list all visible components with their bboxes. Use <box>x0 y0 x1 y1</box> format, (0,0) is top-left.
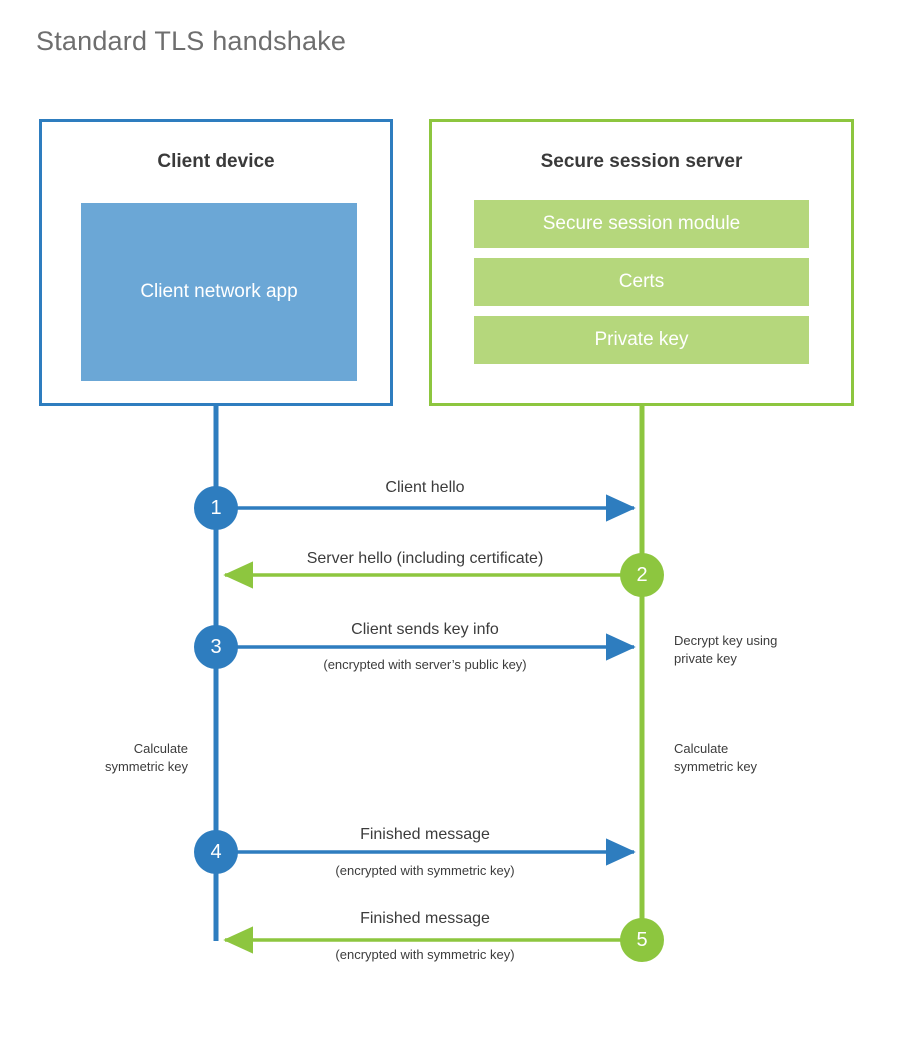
step-3-label: Client sends key info <box>351 621 499 638</box>
step-5-sublabel: (encrypted with symmetric key) <box>335 947 515 962</box>
server-calc-note-line-1: Calculate <box>674 741 729 756</box>
server-decrypt-note-line-1: Decrypt key using <box>674 633 778 648</box>
client-network-app-block: Client network app <box>81 203 357 381</box>
step-5-label: Finished message <box>360 910 490 927</box>
server-calculate-symmetric-key-note: Calculate symmetric key <box>674 740 854 775</box>
step-number-3: 3 <box>194 625 238 669</box>
server-calc-note-line-2: symmetric key <box>674 758 758 774</box>
step-4-sublabel: (encrypted with symmetric key) <box>335 863 515 878</box>
step-number-1: 1 <box>194 486 238 530</box>
page-title: Standard TLS handshake <box>36 26 347 56</box>
step-2-label: Server hello (including certificate) <box>306 550 544 567</box>
step-3-sublabel: (encrypted with server’s public key) <box>323 657 527 672</box>
server-component-private-key: Private key <box>474 316 809 364</box>
secure-session-server-box: Secure session server Secure session mod… <box>429 119 854 406</box>
server-decrypt-note-line-2: private key <box>674 650 737 666</box>
step-4-label: Finished message <box>360 826 490 843</box>
step-number-5: 5 <box>620 918 664 962</box>
step-1-label: Client hello <box>385 479 465 496</box>
step-number-4: 4 <box>194 830 238 874</box>
secure-session-server-title: Secure session server <box>540 151 743 172</box>
client-calc-note-line-2: symmetric key <box>104 758 188 774</box>
server-component-secure-session-module: Secure session module <box>474 200 809 248</box>
step-number-2: 2 <box>620 553 664 597</box>
client-device-title: Client device <box>157 151 275 172</box>
client-calculate-symmetric-key-note: Calculate symmetric key <box>28 740 188 775</box>
server-component-list: Secure session module Certs Private key <box>474 200 809 374</box>
client-calc-note-line-1: Calculate <box>133 741 188 756</box>
server-decrypt-note: Decrypt key using private key <box>674 632 854 667</box>
client-device-box: Client device Client network app <box>39 119 393 406</box>
server-component-certs: Certs <box>474 258 809 306</box>
